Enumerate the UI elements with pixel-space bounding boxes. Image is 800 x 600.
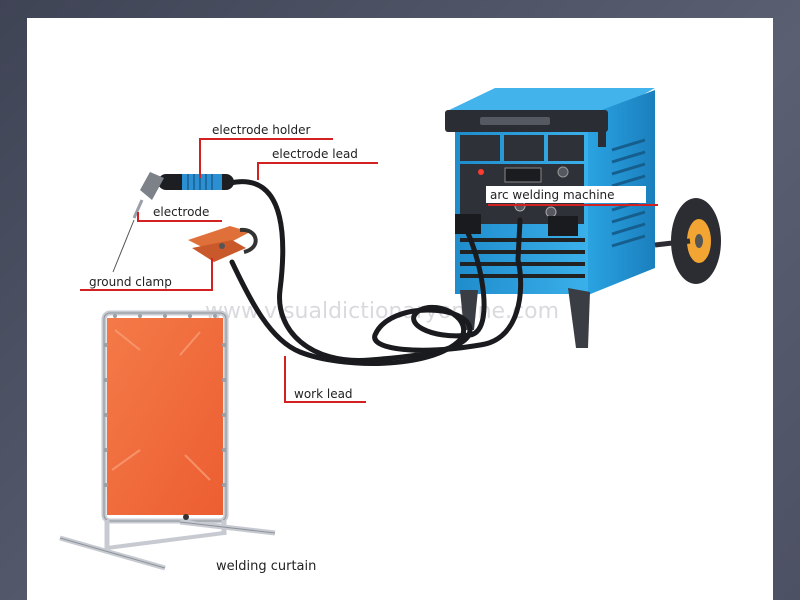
ground-clamp xyxy=(188,226,258,262)
holder-jaw xyxy=(140,172,164,200)
label-bg-machine xyxy=(486,186,646,203)
indicator-light xyxy=(478,169,484,175)
label-electrode-lead: electrode lead xyxy=(272,147,358,161)
clamp-lower-jaw xyxy=(192,240,246,262)
label-ground-clamp: ground clamp xyxy=(89,275,172,289)
leader-ground-clamp xyxy=(80,258,213,291)
curtain-panel xyxy=(107,318,223,515)
cable-connector-left xyxy=(455,214,481,234)
machine-leg-front-right xyxy=(568,288,590,348)
welding-curtain xyxy=(59,310,276,571)
cable-connector-right xyxy=(548,216,578,236)
display-screen xyxy=(504,167,542,183)
work-lead-cable xyxy=(229,217,487,366)
leader-electrode xyxy=(137,212,222,222)
machine-top xyxy=(445,88,655,112)
clamp-upper-jaw xyxy=(188,226,250,252)
label-electrode: electrode xyxy=(153,205,209,219)
leader-electrode-lead xyxy=(257,162,378,180)
control-panel-left xyxy=(460,135,500,161)
arc-welding-machine xyxy=(445,88,721,348)
control-knob xyxy=(557,166,569,178)
cables xyxy=(227,179,578,366)
label-arc-welding-machine: arc welding machine xyxy=(490,188,615,202)
leader-lines xyxy=(80,138,658,403)
electrode-lead-cable xyxy=(227,179,524,363)
electrode-holder xyxy=(132,172,234,219)
label-electrode-holder: electrode holder xyxy=(212,123,311,137)
leader-work-lead xyxy=(284,356,366,403)
leader-electrode-holder xyxy=(199,138,333,178)
electrode-rod xyxy=(132,199,144,219)
label-welding-curtain: welding curtain xyxy=(216,559,316,574)
label-work-lead: work lead xyxy=(294,387,353,401)
